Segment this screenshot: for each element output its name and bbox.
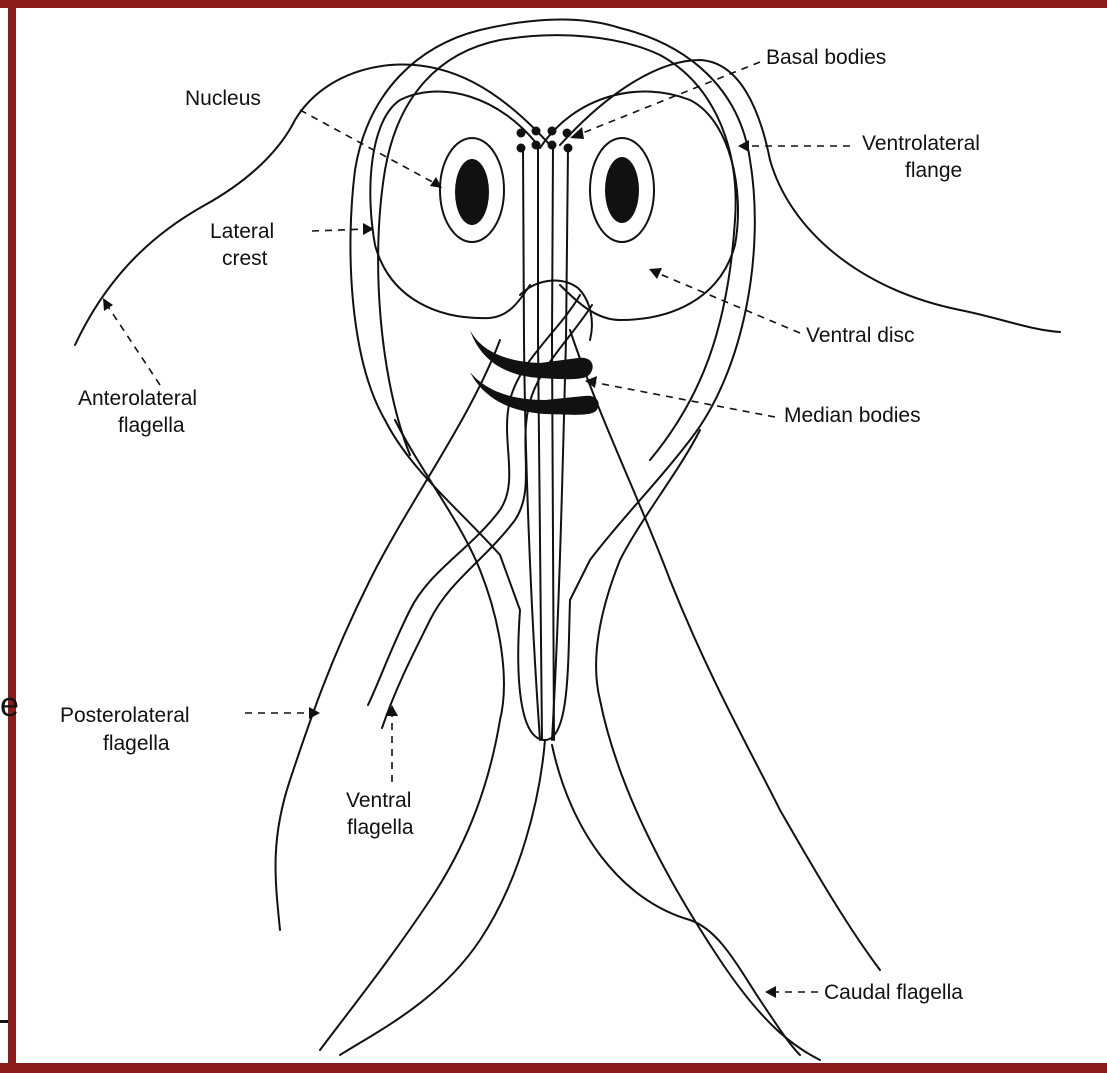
arrowhead-caudal-flagella xyxy=(765,986,776,998)
basal-body-8 xyxy=(564,144,573,153)
leader-lateral-crest xyxy=(312,229,368,231)
posterolateral-flagellum-outer-right xyxy=(596,430,820,1060)
label-posterolateral-flagella-line1: Posterolateral xyxy=(60,704,190,727)
ventral-disc-right-lobe xyxy=(540,91,738,320)
axoneme-3 xyxy=(552,146,554,740)
basal-body-4 xyxy=(563,129,572,138)
label-ventral-flagella-line2: flagella xyxy=(347,816,414,839)
arrowhead-ventrolateral-flange xyxy=(738,140,749,152)
caudal-flagellum-right xyxy=(552,745,800,1055)
label-lateral-crest-line1: Lateral xyxy=(210,220,274,243)
basal-body-1 xyxy=(517,129,526,138)
nucleus-left-karyosome xyxy=(455,159,489,225)
label-ventral-disc: Ventral disc xyxy=(806,324,915,347)
basal-body-2 xyxy=(532,127,541,136)
axoneme-2 xyxy=(538,146,542,740)
nucleus-right-karyosome xyxy=(605,157,639,223)
label-posterolateral-flagella-line2: flagella xyxy=(103,732,170,755)
posterolateral-flagellum-left xyxy=(276,340,500,930)
leader-anterolateral-flagella xyxy=(107,305,160,385)
label-median-bodies: Median bodies xyxy=(784,404,921,427)
arrowhead-ventral-disc xyxy=(649,268,662,279)
label-lateral-crest-line2: crest xyxy=(222,247,268,270)
label-anterolateral-flagella-line2: flagella xyxy=(118,414,185,437)
label-nucleus: Nucleus xyxy=(185,87,261,110)
label-ventrolateral-flange-line1: Ventrolateral xyxy=(862,132,980,155)
ventral-disc-center xyxy=(520,281,592,340)
label-ventral-flagella-line1: Ventral xyxy=(346,789,411,812)
arrowhead-anterolateral-flagella xyxy=(103,298,113,311)
label-anterolateral-flagella-line1: Anterolateral xyxy=(78,387,197,410)
ventral-disc-left-lobe xyxy=(370,91,540,318)
basal-body-5 xyxy=(517,144,526,153)
ventral-flagellum-outer xyxy=(368,295,580,705)
label-ventrolateral-flange-line2: flange xyxy=(905,159,962,182)
caudal-flagellum-left xyxy=(340,740,545,1055)
label-caudal-flagella: Caudal flagella xyxy=(824,981,963,1004)
basal-body-6 xyxy=(532,141,541,150)
ventrolateral-flange-line xyxy=(378,35,736,460)
basal-body-7 xyxy=(548,141,557,150)
label-basal-bodies: Basal bodies xyxy=(766,46,886,69)
posterolateral-flagellum-outer-left xyxy=(320,420,504,1050)
basal-body-3 xyxy=(548,127,557,136)
median-body-upper xyxy=(470,330,593,379)
